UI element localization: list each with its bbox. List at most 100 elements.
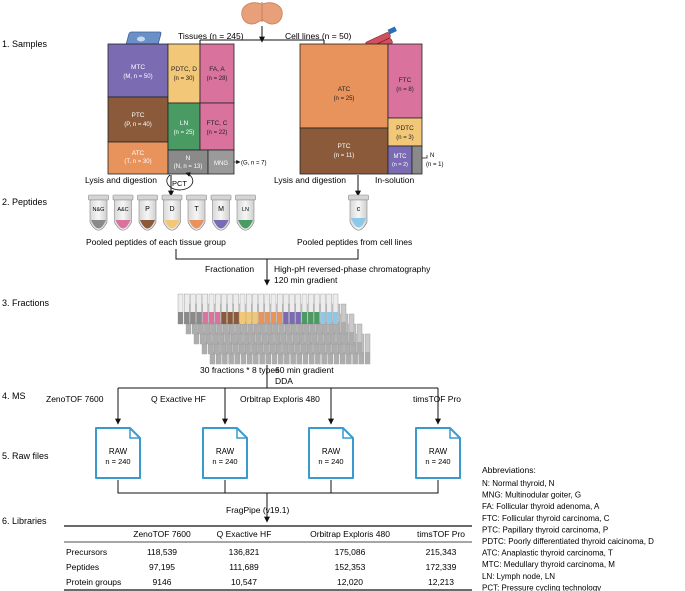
tissue-ptc-count: (P, n = 40) xyxy=(124,122,151,128)
fraction-liquid xyxy=(251,342,257,354)
fraction-liquid xyxy=(330,332,336,344)
fraction-liquid xyxy=(338,342,344,354)
raw-file-title: RAW xyxy=(216,447,235,456)
fraction-liquid xyxy=(233,312,239,324)
fraction-liquid xyxy=(243,332,249,344)
fraction-liquid xyxy=(252,312,258,324)
fraction-liquid xyxy=(217,322,222,334)
cell-tube-label: c xyxy=(357,206,361,213)
fraction-liquid xyxy=(198,322,204,334)
fraction-liquid xyxy=(280,332,286,344)
fraction-liquid xyxy=(346,352,352,364)
peptide-tube: M xyxy=(210,194,232,231)
fraction-liquid xyxy=(332,342,338,354)
peptide-tube: P xyxy=(137,194,158,231)
n-note-count: (n = 1) xyxy=(426,162,444,168)
fraction-liquid xyxy=(303,322,309,334)
fraction-liquid xyxy=(196,312,202,324)
peptide-tube-label: A&C xyxy=(117,207,128,213)
step-label-fractions: 3. Fractions xyxy=(2,298,50,308)
fraction-liquid xyxy=(239,342,245,354)
cell-mtc-name: MTC xyxy=(394,154,408,160)
fraction-liquid xyxy=(229,322,235,334)
fraction-liquid xyxy=(310,322,315,334)
pooled-right-label: Pooled peptides from cell lines xyxy=(297,237,412,247)
fraction-liquid xyxy=(326,342,331,354)
abbreviation-item: PCT: Pressure cycling technology xyxy=(482,583,601,591)
fraction-liquid xyxy=(342,332,348,344)
table-header-cell: Orbitrap Exploris 480 xyxy=(310,529,390,539)
fraction-liquid xyxy=(315,352,321,364)
pooled-left-label: Pooled peptides of each tissue group xyxy=(86,237,226,247)
tissue-box-ftc xyxy=(199,102,235,151)
fraction-liquid xyxy=(235,322,241,334)
instrument-timstof: timsTOF Pro xyxy=(413,394,461,404)
table-cell: 172,339 xyxy=(426,562,457,572)
fraction-liquid xyxy=(192,322,198,334)
peptide-tube-label: P xyxy=(145,206,150,213)
step-label-samples: 1. Samples xyxy=(2,39,48,49)
fraction-liquid xyxy=(245,342,251,354)
fraction-liquid xyxy=(303,352,308,364)
fraction-liquid xyxy=(322,322,328,334)
fraction-liquid xyxy=(321,352,327,364)
tissue-ftc-name: FTC, C xyxy=(207,120,228,127)
fraction-liquid xyxy=(234,352,240,364)
abbreviation-item: LN: Lymph node, LN xyxy=(482,572,555,581)
fraction-liquid xyxy=(307,342,313,354)
fraction-liquid xyxy=(178,312,183,324)
fraction-liquid xyxy=(257,342,263,354)
fraction-liquid xyxy=(299,332,305,344)
fraction-liquid xyxy=(266,322,272,334)
fraction-liquid xyxy=(204,322,210,334)
lysis-left-label: Lysis and digestion xyxy=(85,175,157,185)
fraction-liquid xyxy=(274,332,280,344)
fraction-liquid xyxy=(225,332,230,344)
fraction-liquid xyxy=(295,312,301,324)
fraction-liquid xyxy=(279,322,284,334)
table-cell: 97,195 xyxy=(149,562,175,572)
cell-atc-name: ATC xyxy=(338,86,351,93)
raw-file-title: RAW xyxy=(429,447,448,456)
fraction-liquid xyxy=(206,332,212,344)
tissue-fa-name: FA, A xyxy=(209,66,225,73)
tissue-mng-name: MNG xyxy=(214,161,228,167)
in-solution-label: In-solution xyxy=(375,175,414,185)
fraction-liquid xyxy=(237,332,243,344)
tube-liquid xyxy=(140,220,155,229)
fraction-liquid xyxy=(277,312,283,324)
fraction-liquid xyxy=(264,312,270,324)
abbreviation-item: MTC: Medullary thyroid carcinoma, M xyxy=(482,560,615,569)
fraction-liquid xyxy=(319,342,325,354)
table-cell: 111,689 xyxy=(229,562,259,572)
fraction-liquid xyxy=(297,322,303,334)
fraction-liquid xyxy=(241,352,246,364)
fraction-liquid xyxy=(290,352,296,364)
fraction-liquid xyxy=(253,352,259,364)
fraction-liquid xyxy=(190,312,196,324)
fraction-liquid xyxy=(268,332,274,344)
connector-line xyxy=(175,249,359,285)
tissue-pdtc-name: PDTC, D xyxy=(171,66,197,73)
tissue-atc-name: ATC xyxy=(132,150,145,157)
fraction-liquid xyxy=(271,312,276,324)
pct-icon: PCT xyxy=(166,172,194,191)
peptide-tube: LN xyxy=(235,194,256,231)
abbreviations-title: Abbreviations: xyxy=(482,465,536,475)
cell-ptc-name: PTC xyxy=(338,143,351,150)
fraction-liquid xyxy=(259,352,265,364)
abbreviation-item: MNG: Multinodular goiter, G xyxy=(482,491,581,500)
fraction-liquid xyxy=(324,332,330,344)
n-note-arrow xyxy=(422,155,428,159)
connector-line xyxy=(199,39,325,44)
tissue-atc-count: (T, n = 30) xyxy=(124,159,151,165)
fraction-liquid xyxy=(212,332,218,344)
cell-pdtc-name: PDTC xyxy=(396,125,414,132)
peptide-tube-label: D xyxy=(169,206,174,213)
tissue-ptc-name: PTC xyxy=(132,112,145,119)
